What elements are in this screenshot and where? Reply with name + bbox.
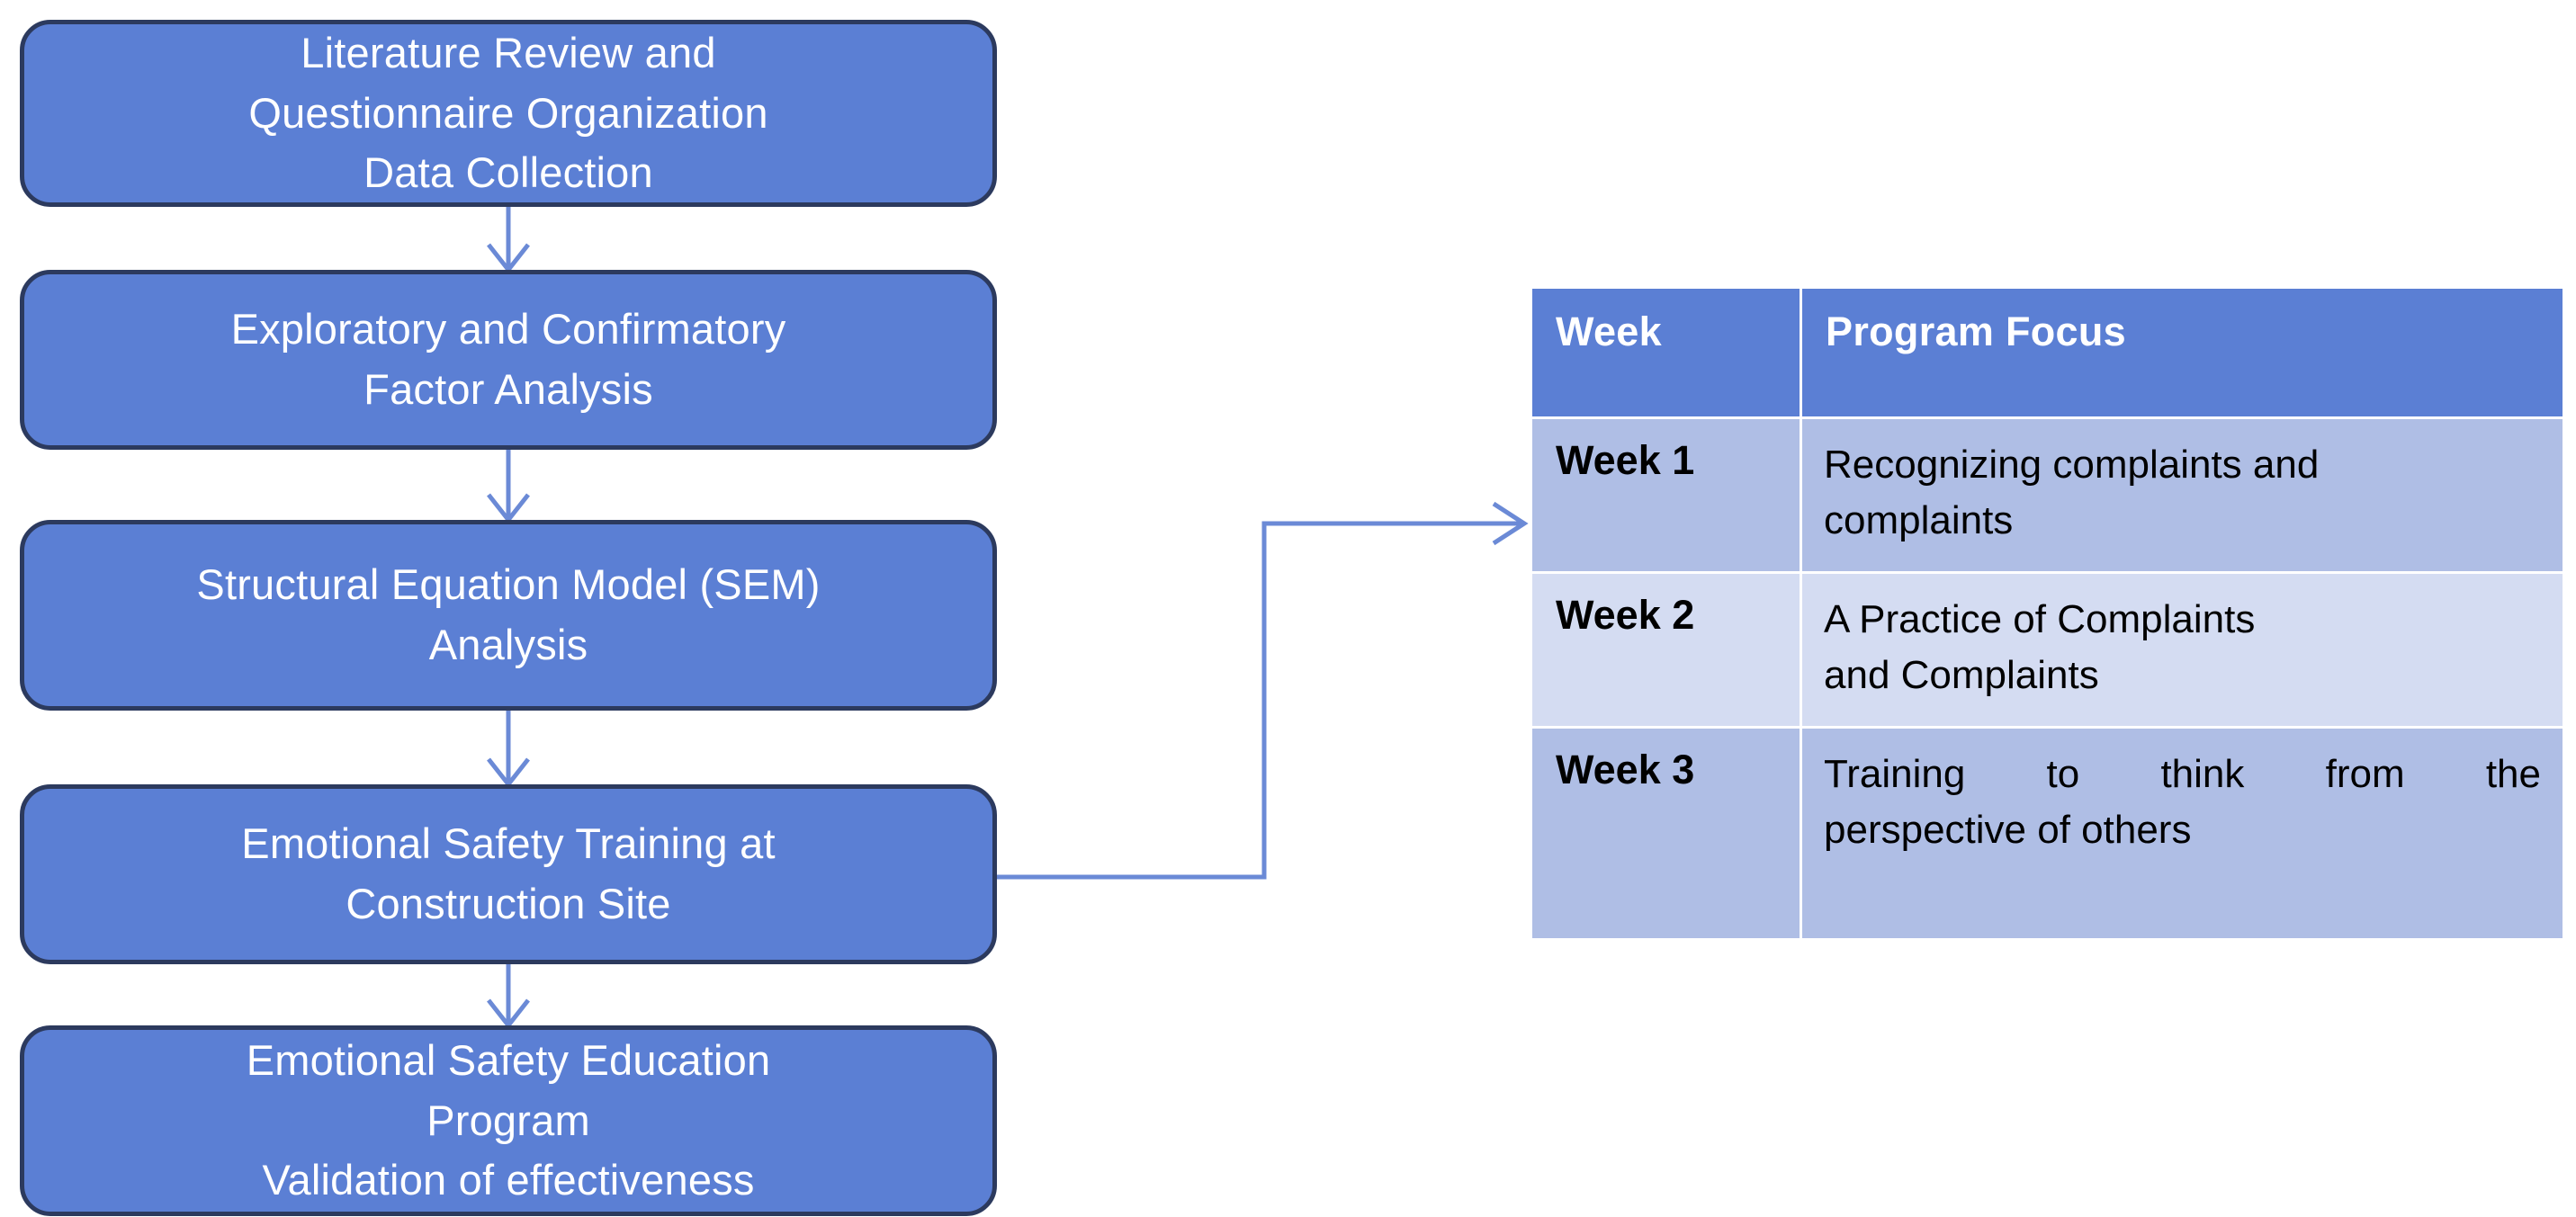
focus-line: A Practice of Complaints (1824, 596, 2256, 641)
flow-box-line: Validation of effectiveness (262, 1156, 755, 1204)
focus-line: perspective of others (1824, 808, 2192, 853)
arrow-box0-to-box1 (487, 207, 530, 274)
table-row: Week 2 A Practice of Complaints and Comp… (1530, 570, 2565, 729)
table-row: Week 1 Recognizing complaints and compla… (1530, 416, 2565, 574)
arrow-box3-to-box4 (487, 964, 530, 1030)
program-schedule-table: Week Program Focus Week 1 Recognizing co… (1530, 286, 2565, 941)
arrow-box1-to-box2 (487, 450, 530, 524)
cell-program-focus: Recognizing complaints and complaints (1800, 416, 2565, 574)
cell-week-label: Week 3 (1530, 725, 1802, 941)
flow-box-line: Factor Analysis (364, 365, 653, 413)
flow-box-line: Exploratory and Confirmatory (230, 305, 786, 353)
cell-program-focus: A Practice of Complaints and Complaints (1800, 570, 2565, 729)
flow-box-line: Emotional Safety Training at (241, 819, 776, 868)
cell-week-label: Week 2 (1530, 570, 1802, 729)
flow-box-line: Analysis (428, 621, 588, 668)
focus-line: Recognizing complaints and (1824, 443, 2320, 487)
flow-box-literature-review[interactable]: Literature Review and Questionnaire Orga… (20, 20, 997, 207)
focus-line: Training to think from the (1824, 751, 2541, 796)
flow-box-line: Structural Equation Model (SEM) (196, 560, 821, 609)
flow-box-line: Emotional Safety Education (246, 1035, 771, 1084)
focus-line: and Complaints (1824, 653, 2099, 698)
flow-box-sem-analysis[interactable]: Structural Equation Model (SEM) Analysis (20, 520, 997, 711)
flow-box-emotional-safety-training[interactable]: Emotional Safety Training at Constructio… (20, 784, 997, 964)
cell-program-focus: Training to think from the perspective o… (1800, 725, 2565, 941)
arrow-training-to-table (997, 501, 1529, 880)
flow-box-program-validation[interactable]: Emotional Safety Education Program Valid… (20, 1025, 997, 1216)
arrow-box2-to-box3 (487, 711, 530, 789)
flow-box-line: Data Collection (364, 148, 653, 197)
table-header-row: Week Program Focus (1530, 286, 2565, 419)
focus-line: complaints (1824, 498, 2014, 543)
table-row: Week 3 Training to think from the perspe… (1530, 725, 2565, 941)
column-header-week: Week (1530, 286, 1802, 419)
flow-box-factor-analysis[interactable]: Exploratory and Confirmatory Factor Anal… (20, 270, 997, 450)
flow-box-line: Program (426, 1096, 590, 1144)
cell-week-label: Week 1 (1530, 416, 1802, 574)
column-header-program-focus: Program Focus (1800, 286, 2565, 419)
flow-box-line: Questionnaire Organization (248, 88, 768, 137)
flow-box-line: Construction Site (346, 880, 671, 927)
flow-box-line: Literature Review and (301, 28, 716, 76)
